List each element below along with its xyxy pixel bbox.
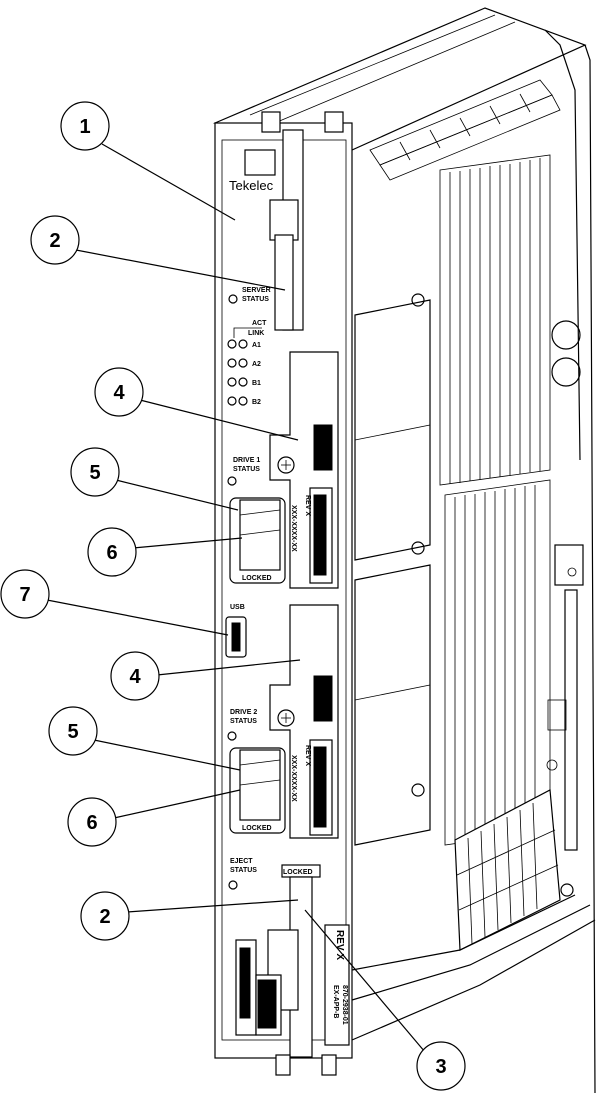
- eject-status-label-1: EJECT: [230, 858, 253, 865]
- callout-2-bottom-number: 2: [99, 906, 110, 928]
- drive-1: DRIVE 1 STATUS REV X XXX-XXXX-XX LOCKED: [227, 351, 339, 589]
- callout-2-top-number: 2: [49, 230, 60, 252]
- drive1-status-label-1: DRIVE 1: [233, 457, 260, 464]
- chassis-body: [212, 7, 596, 1093]
- callout-5-bottom: [48, 706, 98, 756]
- drive1-screw: [277, 456, 295, 474]
- bottom-latch-locked: LOCKED: [283, 869, 313, 876]
- led-b1-act: [227, 377, 237, 387]
- callout-4-top: [94, 367, 144, 417]
- server-status-label-2: STATUS: [242, 296, 269, 303]
- led-a1-act: [227, 339, 237, 349]
- callout-6-top-number: 6: [106, 542, 117, 564]
- callout-5-top-number: 5: [89, 462, 100, 484]
- callout-4-top-number: 4: [113, 382, 125, 404]
- brand-label: Tekelec: [229, 178, 274, 193]
- led-b2-link: [238, 396, 248, 406]
- server-status-led: [228, 294, 238, 304]
- drive1-status-led: [227, 476, 237, 486]
- callout-5-bottom-number: 5: [67, 721, 78, 743]
- callout-1-number: 1: [79, 116, 90, 138]
- drive2-status-label-1: DRIVE 2: [230, 709, 257, 716]
- led-b1-link: [238, 377, 248, 387]
- port-a1-label: A1: [252, 342, 261, 349]
- link-label: LINK: [248, 330, 264, 337]
- drive-2: DRIVE 2 STATUS REV X XXX-XXXX-XX LOCKED: [227, 604, 339, 839]
- drive1-status-label-2: STATUS: [233, 466, 260, 473]
- eject-status-label-2: STATUS: [230, 867, 257, 874]
- port-b1-label: B1: [252, 380, 261, 387]
- callout-6-bottom: [67, 797, 117, 847]
- drive2-status-label-2: STATUS: [230, 718, 257, 725]
- led-a1-link: [238, 339, 248, 349]
- memory-bank-upper: [439, 154, 551, 486]
- callout-6-top: [87, 527, 137, 577]
- drive2-screw: [277, 709, 295, 727]
- callout-1: [60, 101, 110, 151]
- callout-4-bottom: [110, 651, 160, 701]
- usb-label: USB: [230, 604, 245, 611]
- callout-5-top: [70, 447, 120, 497]
- callout-7: [0, 569, 50, 619]
- led-a2-link: [238, 358, 248, 368]
- board-code-2: 870-2938-01: [341, 985, 348, 1025]
- port-a2-label: A2: [252, 361, 261, 368]
- eject-status-led: [228, 880, 238, 890]
- drive2-rev-label: REV X: [304, 745, 311, 766]
- drive1-rev-label: REV X: [304, 495, 311, 516]
- callout-2-top: [30, 215, 80, 265]
- callout-3: [416, 1041, 466, 1091]
- callout-4-bottom-number: 4: [129, 666, 141, 688]
- board-rev-label: REV X: [334, 930, 345, 960]
- drive2-part-number: XXX-XXXX-XX: [290, 755, 297, 802]
- board-code-1: EX-APP-B: [332, 985, 339, 1018]
- vent-grille: [454, 789, 561, 951]
- callout-7-number: 7: [19, 584, 30, 606]
- drive2-status-led: [227, 731, 237, 741]
- front-panel: Tekelec SERVER STATUS ACT LINK A1 A2 B1 …: [214, 111, 353, 1076]
- drive1-locked-label: LOCKED: [242, 575, 272, 582]
- server-status-label-1: SERVER: [242, 287, 271, 294]
- port-b2-label: B2: [252, 399, 261, 406]
- callout-2-bottom: [80, 891, 130, 941]
- callout-3-number: 3: [435, 1056, 446, 1078]
- callouts: 1 2 4 5 6 7 4 5 6 2: [0, 101, 466, 1091]
- drive2-locked-label: LOCKED: [242, 825, 272, 832]
- drive1-part-number: XXX-XXXX-XX: [290, 505, 297, 552]
- led-a2-act: [227, 358, 237, 368]
- memory-bank-lower: [444, 479, 551, 846]
- led-b2-act: [227, 396, 237, 406]
- callout-6-bottom-number: 6: [86, 812, 97, 834]
- act-label: ACT: [252, 320, 267, 327]
